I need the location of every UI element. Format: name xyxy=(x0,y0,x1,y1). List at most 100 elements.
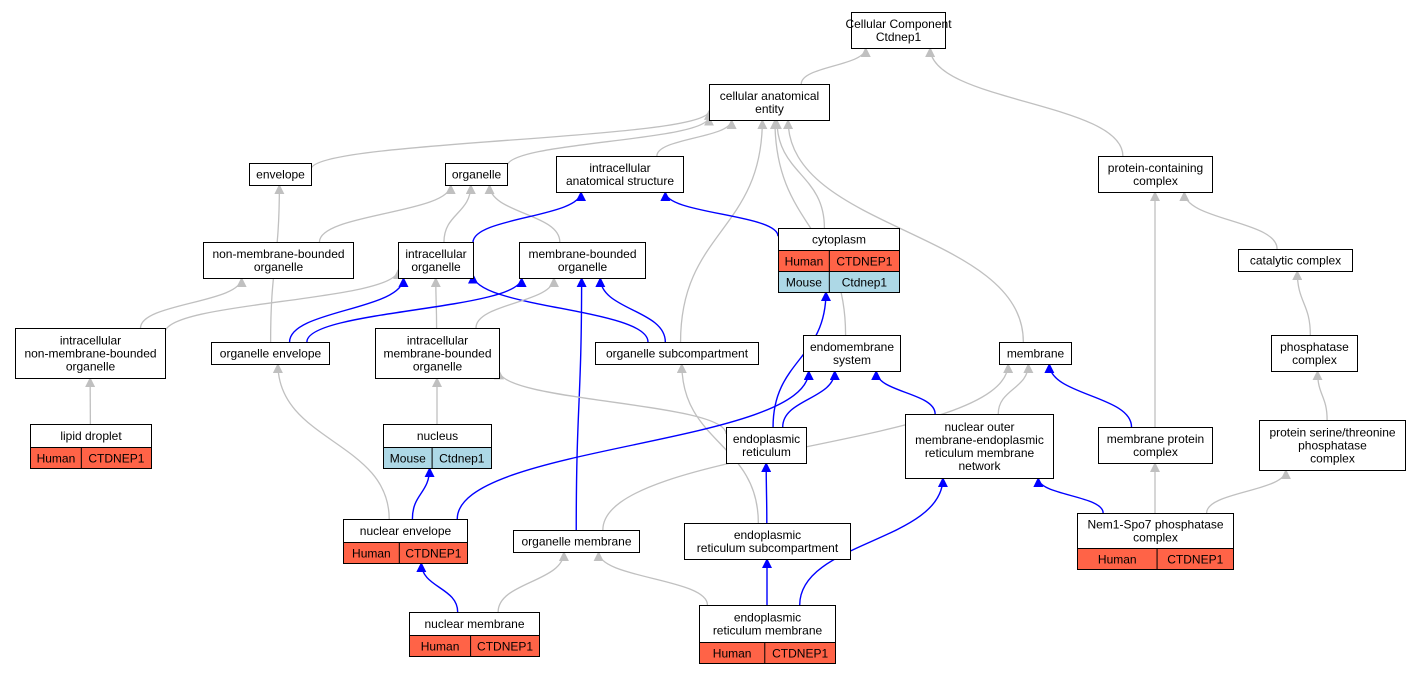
term-label-line: anatomical structure xyxy=(566,174,674,188)
term-label-line: endoplasmic xyxy=(734,611,801,625)
edge-is-a-organelle-to-cae xyxy=(506,115,714,167)
term-node-om[interactable]: organelle membrane xyxy=(513,530,640,553)
term-box xyxy=(1259,420,1406,471)
term-label-line: envelope xyxy=(256,168,305,182)
edge-is-a-imbo-to-io xyxy=(430,277,441,329)
annotation-species: Human xyxy=(37,452,76,466)
edge-is-a-inmbo-to-nmbo xyxy=(139,277,247,329)
term-label-line: complex xyxy=(1310,452,1355,466)
term-node-oe[interactable]: organelle envelope xyxy=(211,342,330,365)
edge-is-a-ersc-to-osc xyxy=(676,363,759,524)
term-label-line: network xyxy=(958,459,1001,473)
edge-part-of-ne-to-nucleus xyxy=(411,467,435,520)
term-box xyxy=(249,163,312,186)
annotation-species: Mouse xyxy=(390,452,426,466)
term-label-line: organelle xyxy=(411,260,461,274)
edge-part-of-ne-to-ems xyxy=(456,370,814,520)
term-label-line: reticulum membrane xyxy=(925,446,1035,460)
term-box xyxy=(15,328,166,379)
edge-is-a-pstpc-to-phc xyxy=(1312,370,1328,421)
term-label-line: nuclear envelope xyxy=(360,524,452,538)
term-label-line: lipid droplet xyxy=(60,429,122,443)
term-label-line: intracellular xyxy=(60,334,121,348)
term-label-line: intracellular xyxy=(407,334,468,348)
edge-is-a-ias-to-cae xyxy=(656,119,737,157)
annotation-gene: CTDNEP1 xyxy=(477,640,533,654)
term-label-line: organelle envelope xyxy=(220,347,322,361)
edge-is-a-ems-to-cae xyxy=(769,119,847,336)
term-label-line: organelle xyxy=(413,360,463,374)
term-box xyxy=(398,242,474,279)
term-label-line: organelle membrane xyxy=(521,535,631,549)
edge-part-of-nem1-to-nuclear_outer xyxy=(1033,477,1104,514)
edge-is-a-er-to-imbo xyxy=(494,369,727,434)
term-label-line: endoplasmic xyxy=(733,432,800,446)
term-label-line: complex xyxy=(1292,353,1337,367)
term-label-line: phosphatase xyxy=(1298,439,1367,453)
term-label-line: complex xyxy=(1133,445,1178,459)
edge-part-of-er-to-ems xyxy=(782,370,840,428)
term-label-line: endoplasmic xyxy=(734,528,801,542)
annotation-gene: Ctdnep1 xyxy=(842,276,888,290)
edge-part-of-osc-to-io xyxy=(468,273,649,343)
term-label-line: membrane protein xyxy=(1107,432,1204,446)
term-node-nuclear_outer[interactable]: nuclear outermembrane-endoplasmicreticul… xyxy=(905,414,1054,479)
edge-is-a-ne-to-oe xyxy=(272,363,390,520)
term-label-line: membrane-endoplasmic xyxy=(915,433,1044,447)
term-node-osc[interactable]: organelle subcompartment xyxy=(595,342,759,365)
term-label-line: reticulum subcompartment xyxy=(697,541,839,555)
edge-part-of-erm-to-nuclear_outer xyxy=(799,477,948,606)
annotation-row-human xyxy=(343,542,468,564)
term-node-envelope[interactable]: envelope xyxy=(249,163,312,186)
edge-part-of-mpc-to-membrane xyxy=(1044,363,1133,428)
term-node-inmbo[interactable]: intracellularnon-membrane-boundedorganel… xyxy=(15,328,166,379)
annotation-species: Human xyxy=(785,255,824,269)
term-node-catalytic[interactable]: catalytic complex xyxy=(1238,249,1353,272)
edge-part-of-io-to-ias xyxy=(472,191,586,243)
term-node-pstpc[interactable]: protein serine/threoninephosphatasecompl… xyxy=(1259,420,1406,471)
edge-is-a-osc-to-cae xyxy=(679,119,768,343)
annotation-species: Human xyxy=(713,647,752,661)
edge-part-of-nuclear_outer-to-ems xyxy=(871,370,936,415)
term-label-line: entity xyxy=(755,102,784,116)
edge-is-a-erm-to-om xyxy=(593,551,709,606)
edge-layer xyxy=(85,47,1328,613)
term-box xyxy=(445,163,508,186)
annotation-species: Human xyxy=(352,547,391,561)
term-label-line: endomembrane xyxy=(810,340,894,354)
edge-is-a-pcc-to-cc xyxy=(925,47,1124,157)
term-label-line: catalytic complex xyxy=(1250,254,1341,268)
term-node-membrane[interactable]: membrane xyxy=(999,342,1072,365)
term-label-line: nuclear outer xyxy=(944,420,1014,434)
term-label-line: organelle xyxy=(254,260,304,274)
term-node-organelle[interactable]: organelle xyxy=(445,163,508,186)
edge-is-a-membrane-to-cae xyxy=(783,119,1024,343)
term-label-line: nuclear membrane xyxy=(424,617,524,631)
term-label-line: intracellular xyxy=(405,247,466,261)
edge-is-a-mbo-to-organelle xyxy=(484,184,561,243)
annotation-species: Human xyxy=(1098,553,1137,567)
edge-is-a-imbo-to-mbo xyxy=(475,277,559,329)
edge-is-a-catalytic-to-pcc xyxy=(1179,191,1278,250)
